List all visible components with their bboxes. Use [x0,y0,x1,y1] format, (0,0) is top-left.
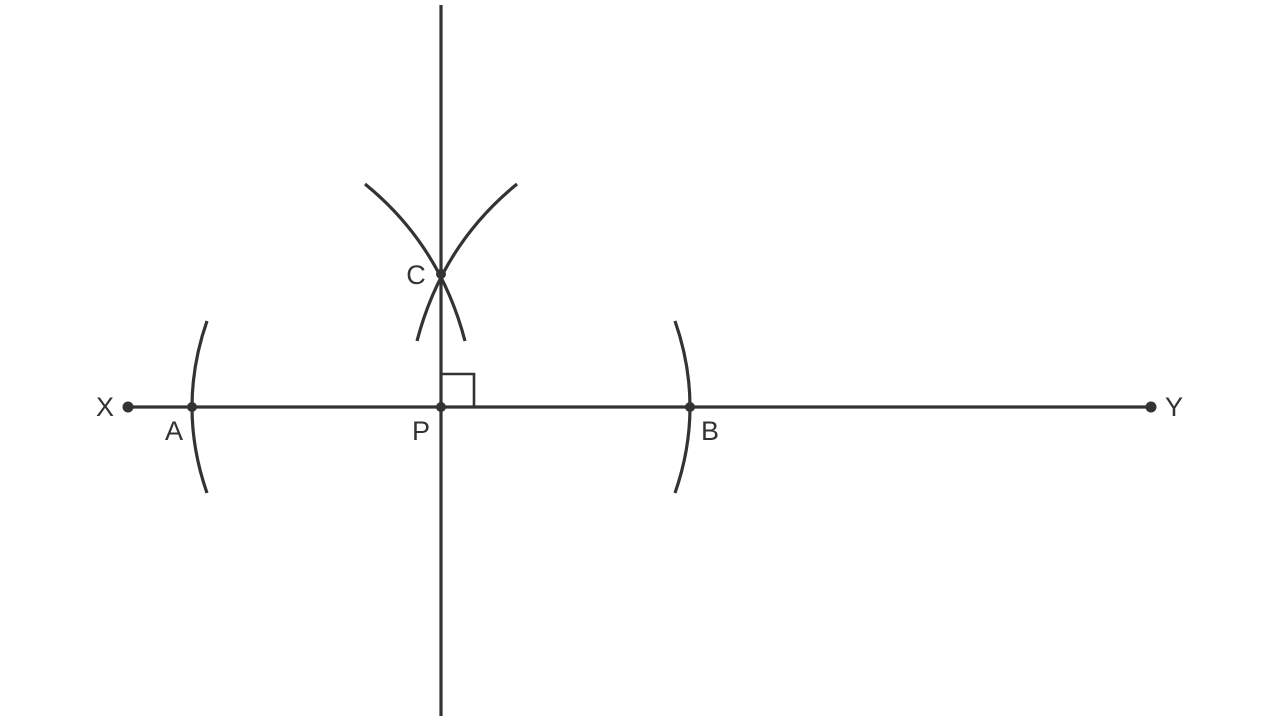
point-a [187,402,197,412]
label-x: X [96,392,114,422]
label-c: C [406,260,426,290]
point-y [1145,401,1157,413]
arc-c-from-b [415,182,519,342]
label-p: P [412,416,430,446]
label-b: B [701,416,719,446]
point-b [685,402,695,412]
point-p [436,402,446,412]
right-angle-marker [441,372,476,407]
point-c [436,269,446,279]
point-x [122,401,134,413]
label-a: A [165,416,183,446]
arc-c-from-a [363,182,467,342]
label-y: Y [1165,392,1183,422]
